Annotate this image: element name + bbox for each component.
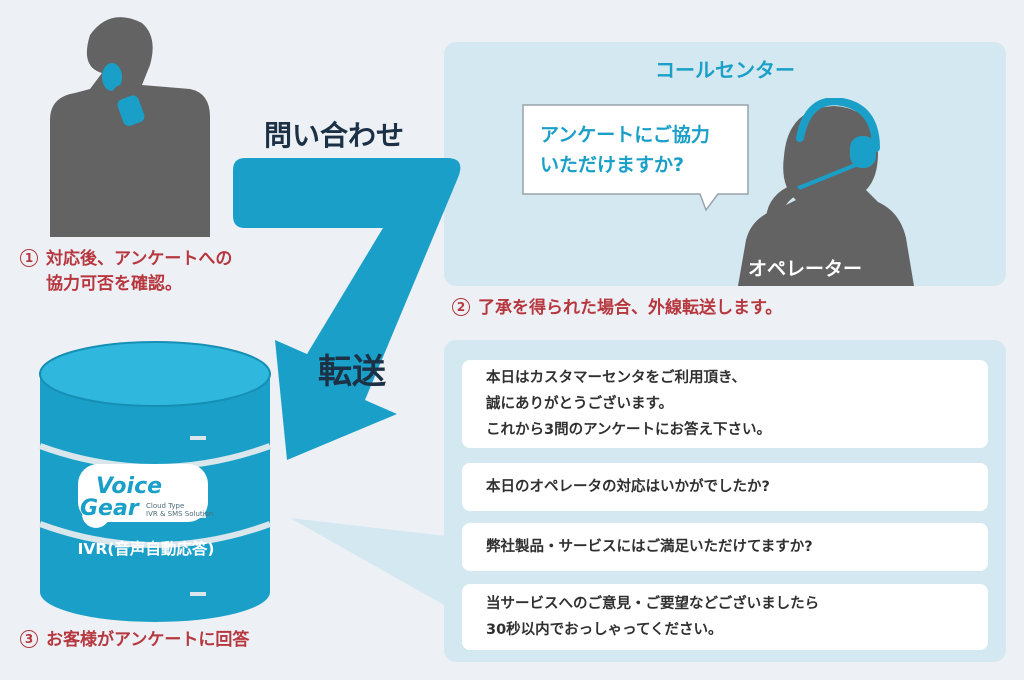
message-4-line1: 当サービスへのご意見・ご要望などございましたら xyxy=(486,596,820,612)
message-1-line2: 誠にありがとうございます。 xyxy=(486,396,674,412)
step2-text: 了承を得られた場合、外線転送します。 xyxy=(478,298,783,318)
message-box-2: 本日のオペレータの対応はいかがでしたか? xyxy=(462,463,988,511)
message-box-3: 弊社製品・サービスにはご満足いただけてますか? xyxy=(462,523,988,571)
logo-subtitle: Cloud Type IVR & SMS Solution xyxy=(146,502,213,518)
step2-caption: 2 了承を得られた場合、外線転送します。 xyxy=(452,296,782,321)
step1-number: 1 xyxy=(20,249,38,267)
step1-line2: 協力可否を確認。 xyxy=(46,274,182,294)
message-3-line1: 弊社製品・サービスにはご満足いただけてますか? xyxy=(486,539,813,555)
step3-caption: 3 お客様がアンケートに回答 xyxy=(20,628,249,653)
speech-bubble xyxy=(522,104,749,212)
transfer-arrow xyxy=(233,158,461,460)
logo-voice: Voice xyxy=(96,474,163,499)
message-box-4: 当サービスへのご意見・ご要望などございましたら 30秒以内でおっしゃってください… xyxy=(462,584,988,650)
message-1-line3: これから3問のアンケートにお答え下さい。 xyxy=(486,422,772,438)
logo-sub2: IVR & SMS Solution xyxy=(146,510,214,518)
message-1-line1: 本日はカスタマーセンタをご利用頂き、 xyxy=(486,370,746,386)
customer-silhouette xyxy=(50,17,210,237)
step1-caption: 1 対応後、アンケートへの 協力可否を確認。 xyxy=(20,247,232,297)
logo-sub1: Cloud Type xyxy=(146,502,185,510)
inquiry-label: 問い合わせ xyxy=(264,119,405,152)
call-center-title: コールセンター xyxy=(655,58,795,82)
bubble-text: アンケートにご協力 いただけますか? xyxy=(540,120,710,180)
ivr-label: IVR(音声自動応答) xyxy=(77,540,215,558)
panel-pointer xyxy=(290,518,446,606)
ivr-database-icon xyxy=(38,341,272,622)
step1-line1: 対応後、アンケートへの xyxy=(46,249,233,269)
bubble-line2: いただけますか? xyxy=(540,154,685,176)
step2-number: 2 xyxy=(452,298,470,316)
message-4-line2: 30秒以内でおっしゃってください。 xyxy=(486,622,723,638)
operator-silhouette xyxy=(738,98,914,286)
bubble-line1: アンケートにご協力 xyxy=(540,124,710,146)
message-box-1: 本日はカスタマーセンタをご利用頂き、 誠にありがとうございます。 これから3問の… xyxy=(462,360,988,448)
message-2-line1: 本日のオペレータの対応はいかがでしたか? xyxy=(486,479,770,495)
step3-text: お客様がアンケートに回答 xyxy=(46,630,250,650)
logo-gear: Gear xyxy=(80,496,139,521)
transfer-label: 転送 xyxy=(318,352,386,392)
operator-label: オペレーター xyxy=(748,258,863,280)
step3-number: 3 xyxy=(20,630,38,648)
